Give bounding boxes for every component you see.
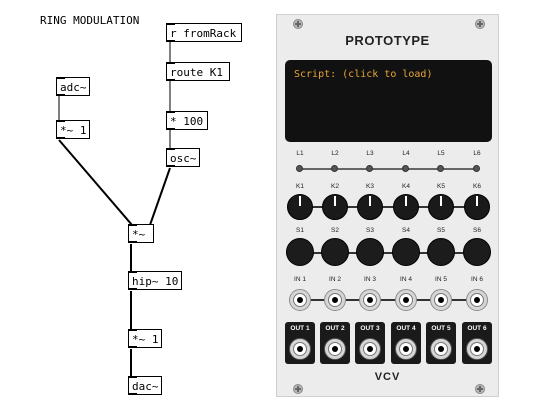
input-jack-6[interactable]	[466, 289, 488, 311]
prototype-module: PROTOTYPE Script: (click to load) L1 L2 …	[276, 14, 499, 397]
brand-logo: VCV	[374, 371, 401, 383]
input-label: IN 1	[294, 276, 306, 283]
light-label: L4	[402, 150, 410, 157]
input-label: IN 5	[435, 276, 447, 283]
light-label: L1	[296, 150, 304, 157]
output-4: OUT 4	[391, 322, 421, 364]
output-label: OUT 5	[431, 325, 451, 332]
light-l5	[437, 165, 444, 172]
knob-label: K4	[402, 183, 410, 190]
switch-label: S5	[437, 227, 445, 234]
light-l1	[296, 165, 303, 172]
object-multiply-signal-1[interactable]: *~ 1	[56, 120, 90, 139]
output-jack-5[interactable]	[430, 338, 452, 360]
object-dac[interactable]: dac~	[128, 376, 162, 395]
input-jack-5[interactable]	[430, 289, 452, 311]
object-osc[interactable]: osc~	[166, 148, 200, 167]
output-jack-1[interactable]	[289, 338, 311, 360]
output-jack-2[interactable]	[324, 338, 346, 360]
knob-k5[interactable]	[428, 194, 454, 220]
output-5: OUT 5	[426, 322, 456, 364]
input-jack-3[interactable]	[359, 289, 381, 311]
light-label: L3	[366, 150, 374, 157]
light-label: L5	[437, 150, 445, 157]
switch-s1[interactable]	[286, 238, 314, 266]
object-adc[interactable]: adc~	[56, 77, 90, 96]
knob-label: K6	[473, 183, 481, 190]
output-3: OUT 3	[355, 322, 385, 364]
switches-rail	[300, 252, 478, 254]
output-label: OUT 6	[467, 325, 487, 332]
object-route-k1[interactable]: route K1	[166, 62, 230, 81]
screw-icon	[475, 384, 485, 394]
object-hip[interactable]: hip~ 10	[128, 271, 182, 290]
lights-rail	[300, 168, 478, 170]
script-display[interactable]: Script: (click to load)	[285, 60, 492, 142]
output-1: OUT 1	[285, 322, 315, 364]
knob-label: K5	[437, 183, 445, 190]
input-label: IN 6	[471, 276, 483, 283]
input-jack-1[interactable]	[289, 289, 311, 311]
knob-label: K3	[366, 183, 374, 190]
switch-label: S4	[402, 227, 410, 234]
knobs-rail	[300, 206, 478, 208]
input-label: IN 3	[364, 276, 376, 283]
knob-k1[interactable]	[287, 194, 313, 220]
screw-icon	[293, 19, 303, 29]
knob-k4[interactable]	[393, 194, 419, 220]
output-jack-6[interactable]	[466, 338, 488, 360]
output-6: OUT 6	[462, 322, 492, 364]
object-multiply-signal-2[interactable]: *~ 1	[128, 329, 162, 348]
knob-label: K1	[296, 183, 304, 190]
light-label: L2	[331, 150, 339, 157]
switch-s5[interactable]	[427, 238, 455, 266]
output-jack-3[interactable]	[359, 338, 381, 360]
knob-k6[interactable]	[464, 194, 490, 220]
light-l4	[402, 165, 409, 172]
switch-s6[interactable]	[463, 238, 491, 266]
script-load-text[interactable]: Script: (click to load)	[294, 69, 433, 80]
output-2: OUT 2	[320, 322, 350, 364]
light-l6	[473, 165, 480, 172]
input-label: IN 2	[329, 276, 341, 283]
object-r-fromrack[interactable]: r fromRack	[166, 23, 242, 42]
output-jack-4[interactable]	[395, 338, 417, 360]
output-label: OUT 2	[325, 325, 345, 332]
module-title: PROTOTYPE	[345, 33, 430, 48]
input-label: IN 4	[400, 276, 412, 283]
screw-icon	[293, 384, 303, 394]
output-label: OUT 4	[396, 325, 416, 332]
switch-s3[interactable]	[356, 238, 384, 266]
switch-label: S3	[366, 227, 374, 234]
switch-label: S2	[331, 227, 339, 234]
patch-title: RING MODULATION	[40, 14, 140, 27]
knob-k3[interactable]	[357, 194, 383, 220]
screw-icon	[475, 19, 485, 29]
light-l3	[366, 165, 373, 172]
light-l2	[331, 165, 338, 172]
input-jack-2[interactable]	[324, 289, 346, 311]
output-label: OUT 1	[290, 325, 310, 332]
switch-label: S1	[296, 227, 304, 234]
switch-s4[interactable]	[392, 238, 420, 266]
object-ring-multiply[interactable]: *~	[128, 224, 154, 243]
switch-s2[interactable]	[321, 238, 349, 266]
light-label: L6	[473, 150, 481, 157]
output-label: OUT 3	[360, 325, 380, 332]
input-jack-4[interactable]	[395, 289, 417, 311]
inputs-rail	[300, 299, 478, 301]
knob-label: K2	[331, 183, 339, 190]
switch-label: S6	[473, 227, 481, 234]
object-multiply-100[interactable]: * 100	[166, 111, 208, 130]
knob-k2[interactable]	[322, 194, 348, 220]
